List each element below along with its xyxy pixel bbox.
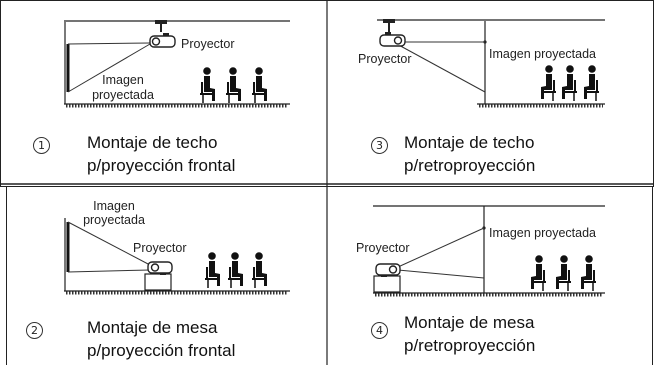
panel-caption-line2: p/retroproyección <box>404 336 536 355</box>
ceiling-projector-icon <box>379 19 406 47</box>
audience <box>541 65 599 101</box>
audience <box>205 252 267 288</box>
projected-image-label-line2: proyectada <box>83 213 145 227</box>
ceiling-projector-icon <box>149 20 176 48</box>
projector-label: Proyector <box>133 241 187 255</box>
screen <box>64 218 70 291</box>
panel-caption-line2: p/retroproyección <box>404 156 536 175</box>
floor <box>64 103 290 108</box>
floor <box>477 103 605 108</box>
floor <box>64 290 290 295</box>
projected-image-label: Imagen proyectada <box>489 47 597 61</box>
floor <box>373 292 605 297</box>
panel-caption-line1: Montaje de techo <box>87 133 218 152</box>
panel-number-badge: 1 <box>33 137 50 154</box>
panel-number-badge: 4 <box>371 322 388 339</box>
panel-caption-line2: p/proyección frontal <box>87 341 236 360</box>
projected-image-label-line1: Imagen <box>102 73 144 87</box>
projector-label: Proyector <box>358 52 412 66</box>
projected-image-label-line1: Imagen <box>93 199 135 213</box>
panel-table-front-scene <box>64 218 290 295</box>
projector-label: Proyector <box>356 241 410 255</box>
panel-caption-line1: Montaje de mesa <box>404 313 535 332</box>
audience <box>531 255 596 291</box>
panel-ceiling-rear-scene <box>377 19 605 108</box>
projector-label: Proyector <box>181 37 235 51</box>
panel-ceiling-front-scene <box>64 20 290 108</box>
projection-beam <box>67 221 151 273</box>
panel-caption-line2: p/proyección frontal <box>87 156 236 175</box>
table-icon <box>144 273 172 291</box>
screen <box>64 22 70 104</box>
audience <box>200 67 267 103</box>
projected-image-label: Imagen proyectada <box>489 226 597 240</box>
projection-beam <box>67 42 151 93</box>
projection-beam <box>397 227 485 279</box>
panel-caption-line1: Montaje de mesa <box>87 318 218 337</box>
table-projector-icon <box>375 263 401 277</box>
panel-number-badge: 2 <box>26 322 43 339</box>
projection-beam <box>394 41 486 93</box>
table-projector-icon <box>147 261 173 275</box>
projected-image-label-line2: proyectada <box>92 88 154 102</box>
panel-caption-line1: Montaje de techo <box>404 133 535 152</box>
screen <box>482 206 486 293</box>
panel-number-badge: 3 <box>371 137 388 154</box>
table-icon <box>373 275 401 293</box>
